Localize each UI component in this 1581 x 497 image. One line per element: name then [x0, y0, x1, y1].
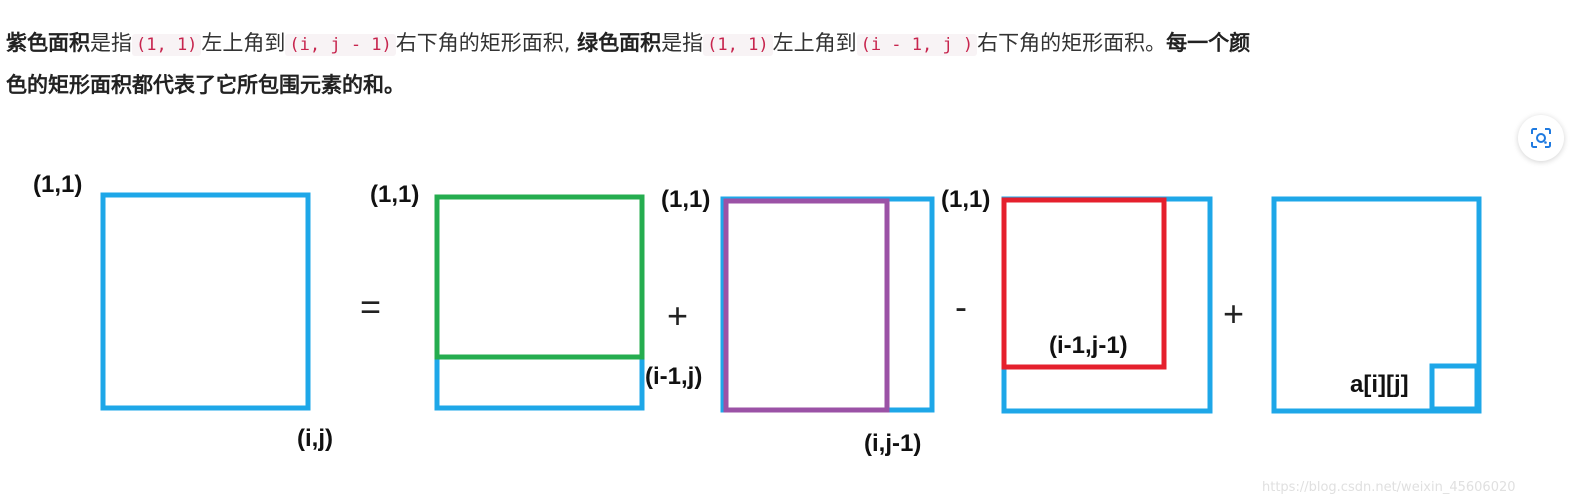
purple-area-term: 紫色面积	[6, 31, 90, 55]
box3-top-label: (1,1)	[661, 186, 710, 213]
blue-outline-box	[434, 194, 645, 411]
minus-operator: -	[955, 286, 967, 327]
text-segment: 是指	[661, 31, 704, 55]
purple-rect-box	[723, 198, 890, 413]
red-rect-box	[1001, 197, 1167, 370]
inline-code: (i - 1, j )	[856, 34, 978, 56]
cell-rect-box	[1429, 363, 1480, 412]
box1-bottom-label: (i,j)	[297, 425, 333, 452]
text-segment: 右下角的矩形面积。	[977, 31, 1167, 55]
box3-bottom-label: (i,j-1)	[864, 430, 921, 457]
full-rect-box	[100, 192, 311, 411]
description-line-2: 色的矩形面积都代表了它所包围元素的和。	[6, 65, 1566, 105]
plus-operator: +	[667, 295, 688, 336]
emphasis-text: 每一个颜	[1166, 31, 1251, 55]
emphasis-text: 色的矩形面积都代表了它所包围元素的和。	[6, 73, 405, 97]
description-line-1: 紫色面积是指(1, 1)左上角到(i, j - 1)右下角的矩形面积, 绿色面积…	[6, 23, 1566, 65]
box1-top-label: (1,1)	[33, 171, 82, 198]
inline-code: (1, 1)	[703, 34, 773, 56]
image-scan-button[interactable]	[1518, 115, 1564, 161]
blue-outline-box	[720, 196, 935, 413]
text-segment: 是指	[90, 31, 132, 55]
text-segment: 左上角到	[772, 31, 857, 55]
box4-inner-label: (i-1,j-1)	[1049, 332, 1128, 359]
green-area-term: 绿色面积	[577, 31, 662, 55]
inline-code: (1, 1)	[132, 34, 202, 56]
box2-bottom-label: (i-1,j)	[645, 363, 702, 390]
text-segment: 右下角的矩形面积,	[395, 31, 571, 55]
watermark: https://blog.csdn.net/weixin_45606020	[1262, 480, 1516, 495]
equals-operator: =	[360, 286, 381, 327]
scan-image-icon	[1531, 128, 1551, 148]
inline-code: (i, j - 1)	[285, 34, 396, 56]
plus-operator: +	[1223, 293, 1244, 334]
description-paragraph: 紫色面积是指(1, 1)左上角到(i, j - 1)右下角的矩形面积, 绿色面积…	[6, 23, 1566, 105]
box5-cell-label: a[i][j]	[1350, 371, 1409, 398]
green-rect-box	[434, 194, 645, 360]
blue-outline-box	[1271, 196, 1482, 414]
text-segment: 左上角到	[201, 31, 286, 55]
box2-top-label: (1,1)	[370, 181, 419, 208]
blue-outline-box	[1001, 196, 1213, 414]
box4-top-label: (1,1)	[941, 186, 990, 213]
